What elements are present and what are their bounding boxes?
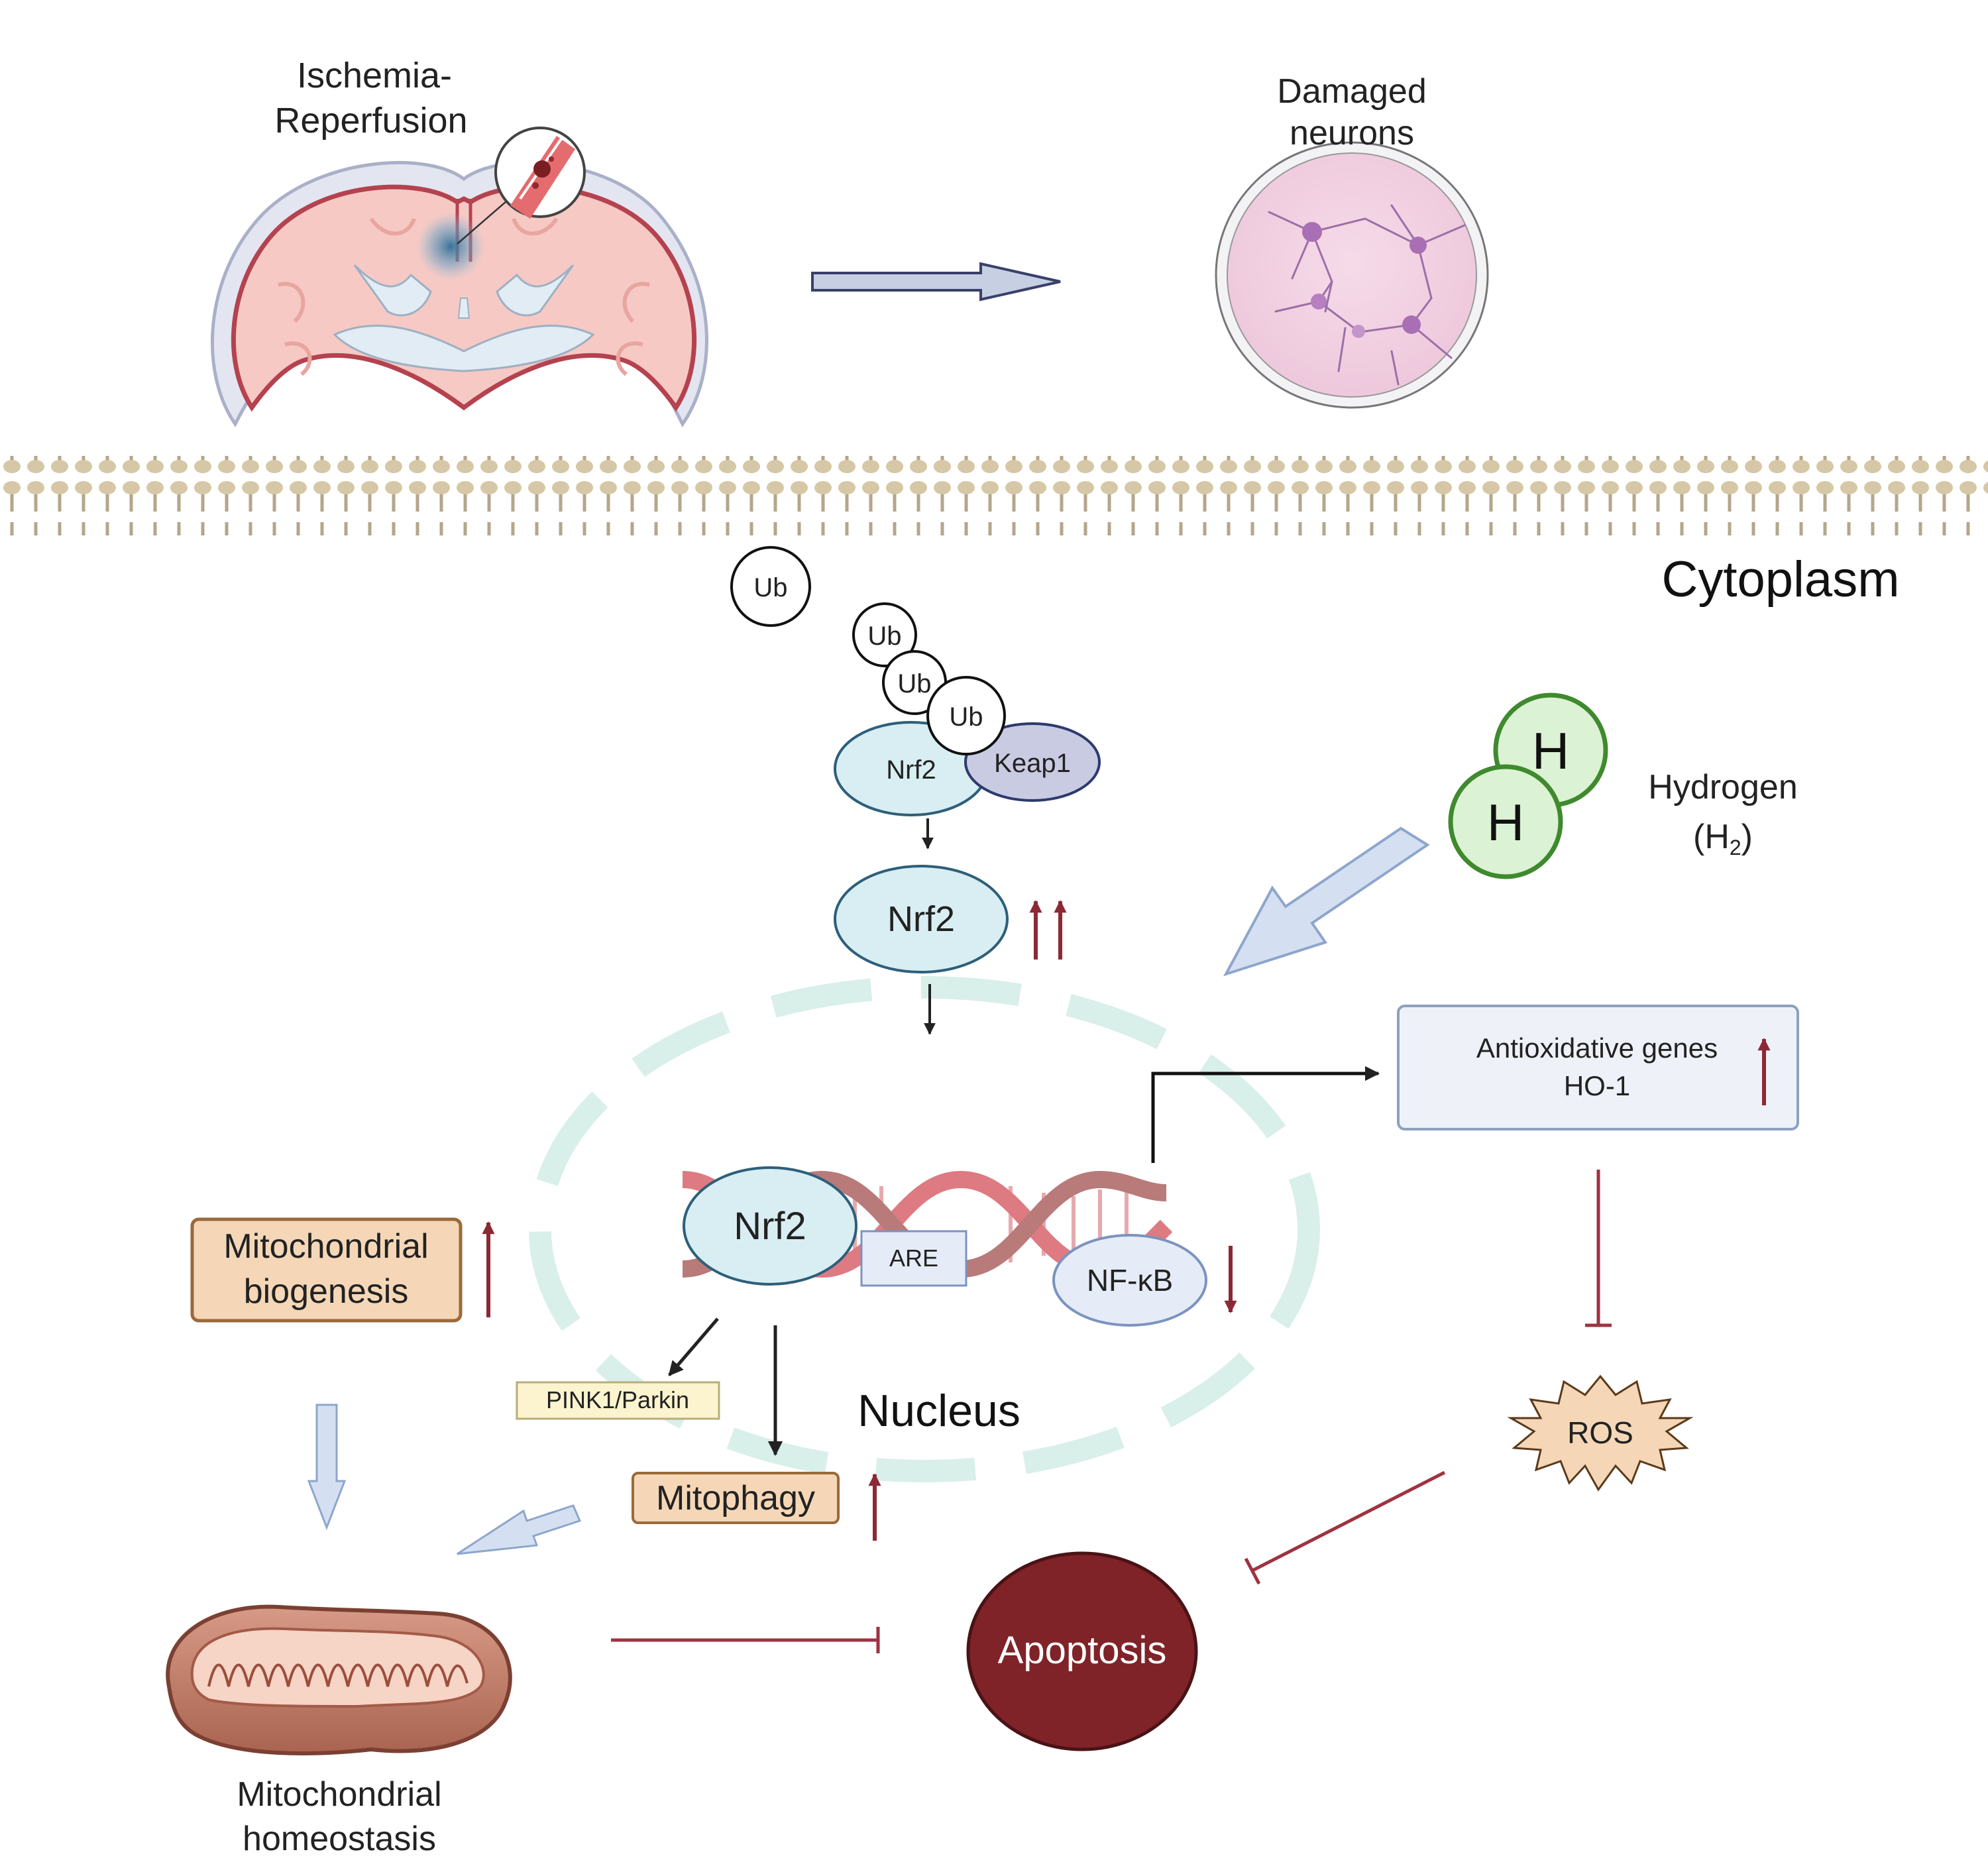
nrf2-free-label: Nrf2 (887, 899, 955, 939)
genes-inhibit-ros (1585, 1170, 1612, 1327)
damaged-line2: neurons (1290, 114, 1414, 152)
damaged-line1: Damaged (1277, 72, 1426, 111)
nrf2-to-pink1-arrow (668, 1317, 719, 1376)
ischemia-line2: Reperfusion (274, 101, 467, 140)
are-box (860, 1230, 967, 1287)
nrf2-up-arrows (1029, 900, 1067, 960)
nrf2-dna-bound: Nrf2 (683, 1166, 857, 1286)
nrf2-free: Nrf2 (834, 865, 1009, 973)
mitophagy-box (632, 1472, 840, 1524)
ros-inhibits-apoptosis (1244, 1470, 1446, 1585)
antiox-line2: HO-1 (1564, 1070, 1630, 1101)
ischemia-line1: Ischemia- (297, 56, 452, 95)
nrf2-complex-label: Nrf2 (886, 755, 936, 785)
hydrogen-line1: Hydrogen (1648, 768, 1797, 806)
nucleus-label: Nucleus (857, 1386, 1021, 1436)
ub-free-label: Ub (753, 573, 787, 602)
antioxidative-genes-box (1397, 1005, 1799, 1130)
mito-bio-line1: Mitochondrial (223, 1227, 428, 1266)
mito-bio-line2: biogenesis (244, 1272, 409, 1311)
h-atom-2-label: H (1487, 793, 1524, 852)
nuclear-envelope (529, 976, 1320, 1482)
mito-homeo-line1: Mitochondrial (237, 1775, 441, 1814)
mitophagy-label: Mitophagy (656, 1479, 815, 1517)
mito-homeo-line2: homeostasis (243, 1820, 436, 1858)
nrf2-keap1-complex: Nrf2 Keap1 Ub Ub Ub (834, 602, 1101, 816)
antiox-line1: Antioxidative genes (1476, 1032, 1718, 1064)
pink1-label: PINK1/Parkin (546, 1386, 689, 1413)
brain-illustration (210, 127, 708, 427)
mito-biogenesis-box (190, 1217, 463, 1323)
hydrogen-line2: (H2) (1693, 818, 1753, 859)
hydrogen-molecule: H H (1448, 692, 1608, 879)
apoptosis-label: Apoptosis (998, 1629, 1167, 1672)
keap1-label: Keap1 (994, 749, 1071, 778)
ros-burst (1507, 1374, 1694, 1492)
hydrogen-action-arrow (1223, 826, 1430, 977)
nfkb: NF-κB (1052, 1234, 1207, 1327)
ub-1-label: Ub (867, 622, 901, 651)
are-label: ARE (889, 1244, 938, 1272)
ub-3-label: Ub (949, 702, 983, 732)
ros-label: ROS (1567, 1415, 1633, 1450)
mitophagy-to-homeostasis-arrow (457, 1504, 582, 1555)
h-atom-1-label: H (1532, 722, 1569, 780)
apoptosis-node (966, 1551, 1198, 1751)
nfkb-label: NF-κB (1087, 1263, 1173, 1297)
nrf2-dna-label: Nrf2 (734, 1205, 806, 1248)
biogenesis-to-homeostasis-arrow (307, 1404, 347, 1531)
ub-free: Ub (730, 546, 811, 627)
cell-membrane (0, 456, 1988, 535)
damaged-neurons-dish (1215, 141, 1489, 409)
ub-2-label: Ub (897, 669, 931, 698)
progression-arrow (811, 262, 1061, 302)
pink1-parkin-box (516, 1381, 720, 1420)
cytoplasm-label: Cytoplasm (1662, 551, 1900, 608)
activation-arrow-to-genes (1151, 1066, 1380, 1163)
mito-inhibits-apoptosis (611, 1627, 880, 1653)
mitochondrion (166, 1604, 512, 1755)
